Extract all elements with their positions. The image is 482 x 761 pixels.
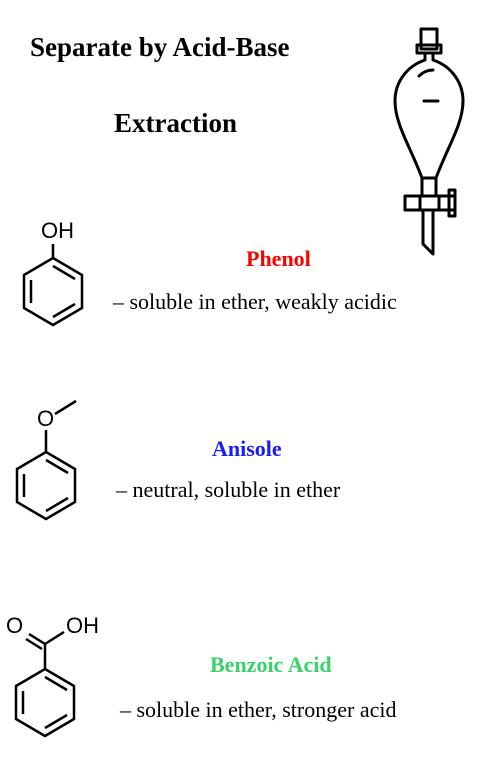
compound-description-anisole: – neutral, soluble in ether	[116, 477, 341, 502]
svg-text:O: O	[37, 406, 54, 431]
page-title-line-2: Extraction	[114, 108, 237, 138]
svg-text:OH: OH	[66, 613, 99, 638]
svg-text:O: O	[6, 613, 23, 638]
svg-text:OH: OH	[41, 218, 74, 243]
compound-name-anisole: Anisole	[212, 436, 282, 461]
compound-description-benzoic-acid: – soluble in ether, stronger acid	[120, 697, 397, 722]
page-title-line-1: Separate by Acid-Base	[30, 32, 290, 62]
compound-description-phenol: – soluble in ether, weakly acidic	[113, 289, 397, 314]
anisole-o-label: O	[37, 406, 54, 431]
benzoic-acid-o-label: O	[6, 613, 23, 638]
benzoic-acid-oh-label: OH	[66, 613, 99, 638]
compound-name-benzoic-acid: Benzoic Acid	[210, 652, 332, 677]
compound-name-phenol: Phenol	[246, 246, 311, 271]
phenol-oh-label: OH	[41, 218, 74, 243]
